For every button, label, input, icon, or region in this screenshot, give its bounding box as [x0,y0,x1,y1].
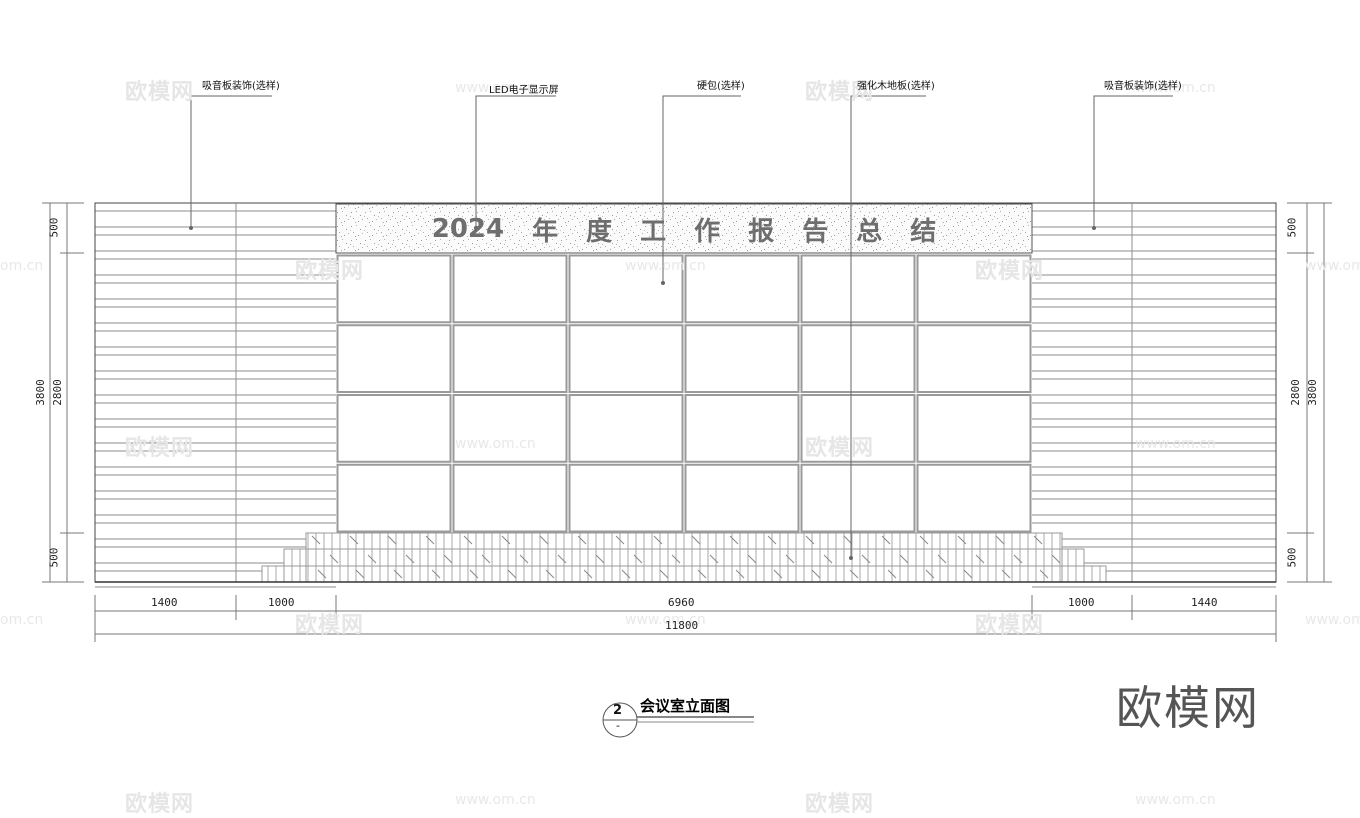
banner-char: 年 [532,216,559,247]
banner-char: 报 [748,216,775,247]
dimension-lines [42,202,1332,642]
banner-year: 2024 [431,214,505,244]
dim-bottom-1: 1400 [151,596,178,609]
banner-char: 度 [586,216,613,247]
callout-label-right-acoustic: 吸音板装饰(选样) [1104,81,1182,92]
dim-right-bottom: 500 [1285,547,1299,568]
callout-label-led: LED电子显示屏 [489,85,559,96]
callout-label-floor: 强化木地板(选样) [857,81,935,92]
dim-bottom-total: 11800 [665,619,699,632]
dim-bottom-4: 1000 [1068,596,1095,609]
callout-label-soft-panel: 硬包(选样) [697,81,745,92]
drawing-title: 会议室立面图 [640,697,731,715]
dim-right-top: 500 [1285,217,1299,238]
stage-steps [261,532,1107,583]
right-acoustic-panel [1032,210,1276,588]
dim-right-mid: 2800 [1288,379,1302,406]
dim-left-top: 500 [47,217,61,238]
dim-right-total: 3800 [1305,379,1319,406]
soft-panel-grid [336,254,1032,533]
drawing-index-symbol [602,702,754,738]
dim-bottom-2: 1000 [268,596,295,609]
banner-char: 总 [856,216,883,247]
banner-char: 告 [802,216,829,247]
drawing-index-number: 2 [613,703,623,718]
dim-left-mid: 2800 [50,379,64,406]
dim-left-total: 3800 [33,379,47,406]
callout-label-left-acoustic: 吸音板装饰(选样) [202,81,280,92]
dim-bottom-3: 6960 [668,596,695,609]
left-acoustic-panel [95,210,336,588]
banner-char: 工 [640,216,667,247]
led-banner-text: 2024 年 度 工 作 报 告 总 结 [336,204,1032,254]
banner-char: 结 [910,216,937,247]
drawing-index-sheet: - [616,719,620,732]
brand-logo: 欧模网 [1116,681,1260,735]
banner-char: 作 [694,216,721,247]
callout-leaders [189,95,1173,560]
dim-left-bottom: 500 [47,547,61,568]
dim-bottom-5: 1440 [1191,596,1218,609]
led-banner-bg [335,203,1033,254]
